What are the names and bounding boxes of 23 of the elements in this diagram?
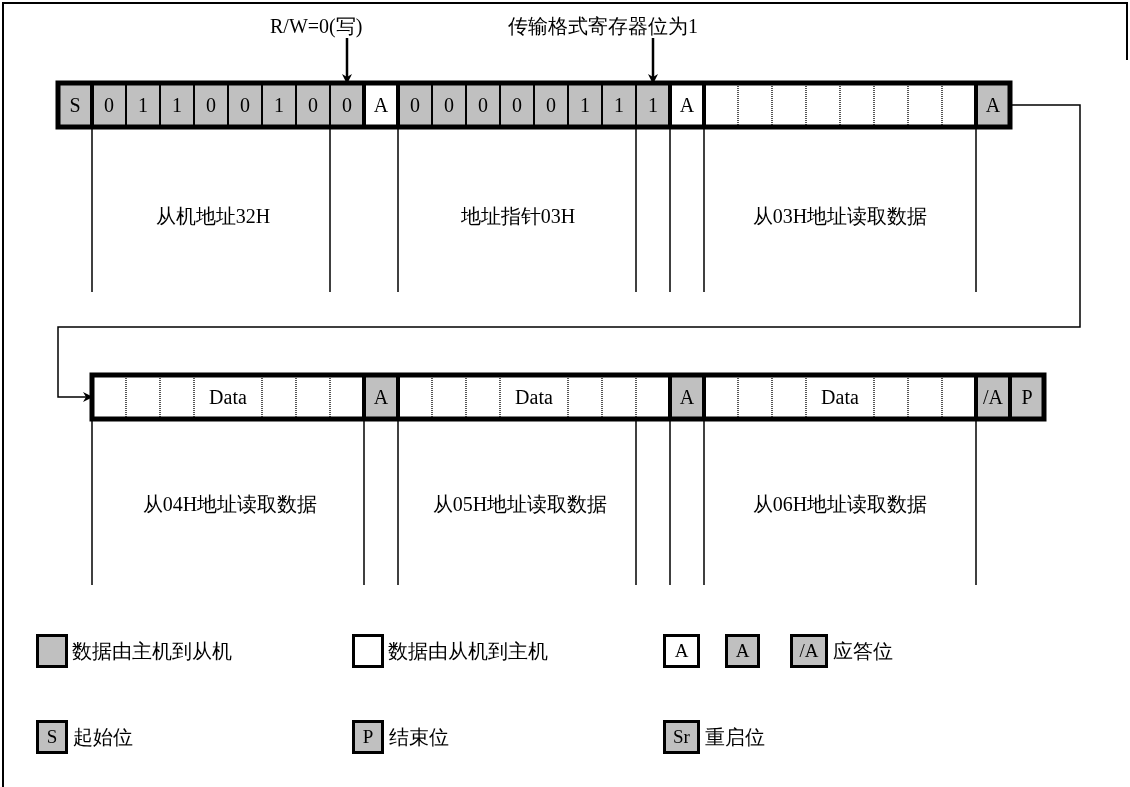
legend-symbol: /A (790, 634, 828, 668)
legend-text: 数据由从机到主机 (388, 640, 548, 662)
legend-symbol: A (663, 634, 700, 668)
legend-text: 数据由主机到从机 (72, 640, 232, 662)
arrow (342, 38, 352, 84)
span-label: 从机地址32H (155, 205, 271, 227)
legend-text: 起始位 (73, 726, 133, 748)
span-label: 从03H地址读取数据 (752, 205, 928, 227)
span-label: 地址指针03H (460, 205, 576, 227)
legend-text: 应答位 (833, 640, 893, 662)
arrow (648, 38, 658, 84)
legend-symbol: P (352, 720, 384, 754)
legend-symbol: Sr (663, 720, 700, 754)
legend-symbol: A (725, 634, 760, 668)
legend-symbol: S (36, 720, 68, 754)
span-label: 从05H地址读取数据 (432, 493, 608, 515)
annotation-text: 传输格式寄存器位为1 (508, 15, 698, 37)
span-label: 从06H地址读取数据 (752, 493, 928, 515)
annotation-text: R/W=0(写) (270, 15, 363, 37)
legend-text: 重启位 (705, 726, 765, 748)
arrow (57, 104, 1081, 402)
span-label: 从04H地址读取数据 (142, 493, 318, 515)
legend-text: 结束位 (389, 726, 449, 748)
